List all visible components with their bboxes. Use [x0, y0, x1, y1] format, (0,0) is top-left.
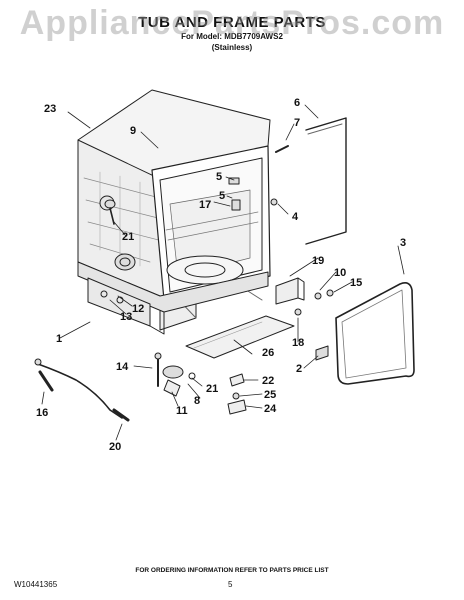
- callout-19: 19: [312, 255, 325, 267]
- callout-22: 22: [262, 375, 275, 387]
- callout-20: 20: [109, 441, 122, 453]
- diagram-title: TUB AND FRAME PARTS: [138, 14, 326, 31]
- leader-lines: [41, 104, 405, 441]
- callout-14: 14: [116, 361, 129, 373]
- callout-1: 1: [56, 333, 63, 345]
- tub-side-seal: [305, 117, 347, 245]
- callout-12: 12: [132, 303, 145, 315]
- hardware: [34, 145, 329, 422]
- tub-assembly: [77, 89, 271, 335]
- callout-21a: 21: [122, 231, 135, 243]
- door-gasket: [335, 282, 415, 385]
- callout-23: 23: [44, 103, 57, 115]
- ordering-note: FOR ORDERING INFORMATION REFER TO PARTS …: [135, 567, 329, 574]
- callout-2: 2: [296, 363, 303, 375]
- callout-7: 7: [294, 117, 301, 129]
- callout-16: 16: [36, 407, 49, 419]
- callout-5a: 5: [216, 171, 223, 183]
- watermark: AppliancePartsPros.com: [19, 4, 445, 42]
- callout-6: 6: [294, 97, 301, 109]
- model-line: For Model: MDB7709AWS2: [181, 32, 283, 41]
- callout-25: 25: [264, 389, 277, 401]
- callout-24: 24: [264, 403, 277, 415]
- callout-26: 26: [262, 347, 275, 359]
- callout-13: 13: [120, 311, 133, 323]
- document-number: W10441365: [14, 580, 58, 589]
- callout-9: 9: [130, 125, 137, 137]
- callout-17: 17: [199, 199, 212, 211]
- callout-10: 10: [334, 267, 347, 279]
- callout-3: 3: [400, 237, 407, 249]
- callout-18: 18: [292, 337, 305, 349]
- callout-8: 8: [194, 395, 201, 407]
- callout-4: 4: [292, 211, 299, 223]
- hinge-bracket: [275, 277, 334, 305]
- callout-21b: 21: [206, 383, 219, 395]
- callout-11: 11: [176, 405, 188, 417]
- callout-5b: 5: [219, 190, 226, 202]
- kick-plate: [185, 315, 295, 359]
- page-number: 5: [228, 580, 233, 589]
- variant-line: (Stainless): [211, 43, 253, 52]
- callout-15: 15: [350, 277, 363, 289]
